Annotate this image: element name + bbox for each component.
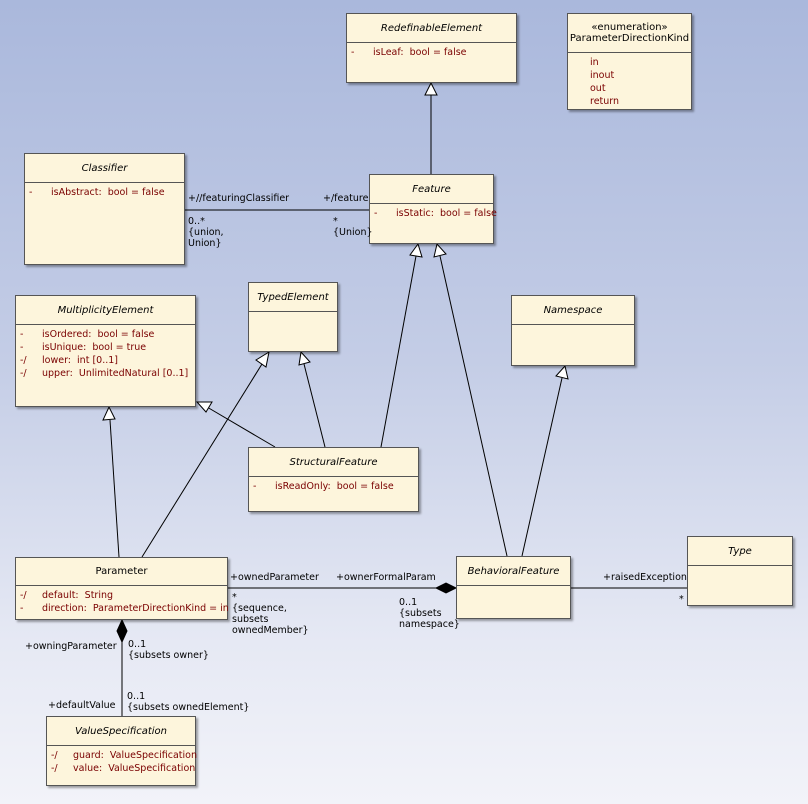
attribute: -direction: ParameterDirectionKind = in (20, 603, 229, 614)
attribute: -/lower: int [0..1] (20, 355, 118, 366)
class-behavioral-feature[interactable]: BehavioralFeature (456, 556, 571, 619)
role-default-value: +defaultValue (48, 700, 116, 711)
class-name: MultiplicityElement (57, 304, 154, 316)
mult-owner-formal-param: 0..1 {subsets namespace} (399, 597, 460, 630)
mult-feature: * {Union} (333, 216, 373, 238)
class-name: Type (728, 545, 752, 557)
attribute: -/guard: ValueSpecification (51, 750, 197, 761)
class-parameter[interactable]: Parameter -/default: String -direction: … (15, 557, 229, 620)
gen-structural-feature (380, 255, 417, 448)
composition-diamond (434, 582, 458, 594)
attribute: -/value: ValueSpecification (51, 763, 196, 774)
role-owned-parameter: +ownedParameter (230, 572, 319, 583)
enum-literal: out (590, 83, 606, 94)
class-type[interactable]: Type (687, 536, 793, 606)
stereotype: «enumeration» (591, 22, 668, 33)
gen-arrowhead (555, 364, 569, 380)
gen-arrowhead (255, 350, 270, 368)
attribute: -isAbstract: bool = false (29, 187, 165, 198)
class-name: BehavioralFeature (467, 565, 560, 577)
gen-structural-typed (303, 363, 326, 448)
class-typed-element[interactable]: TypedElement (248, 282, 338, 352)
class-name: RedefinableElement (380, 22, 483, 34)
attribute: -isStatic: bool = false (374, 208, 497, 219)
attribute: -isReadOnly: bool = false (253, 481, 394, 492)
gen-behavioral-namespace (521, 377, 563, 557)
role-feature: +/feature (323, 193, 369, 204)
gen-arrowhead (433, 242, 447, 258)
gen-arrowhead (298, 350, 311, 366)
gen-parameter-multiplicity (109, 419, 120, 558)
mult-featuring-classifier: 0..* {union, Union} (188, 216, 224, 249)
gen-behavioral-feature (439, 255, 508, 557)
attribute: -isUnique: bool = true (20, 342, 147, 353)
enum-literal: in (590, 57, 599, 68)
gen-structural-multiplicity (206, 406, 276, 448)
class-structural-feature[interactable]: StructuralFeature -isReadOnly: bool = fa… (248, 447, 419, 512)
class-name: Parameter (95, 566, 148, 577)
mult-raised-exception: * (679, 594, 684, 605)
class-multiplicity-element[interactable]: MultiplicityElement -isOrdered: bool = f… (15, 295, 196, 407)
gen-arrowhead (424, 81, 438, 96)
class-name: ValueSpecification (75, 725, 167, 737)
attribute: -/default: String (20, 590, 114, 601)
mult-default-value: 0..1 {subsets ownedElement} (127, 691, 250, 713)
class-value-specification[interactable]: ValueSpecification -/guard: ValueSpecifi… (46, 716, 197, 786)
enum-literal: inout (590, 70, 615, 81)
class-namespace[interactable]: Namespace (511, 295, 635, 366)
class-redefinable-element[interactable]: RedefinableElement -isLeaf: bool = false (346, 13, 517, 83)
role-raised-exception: +raisedException (603, 572, 687, 583)
class-name: Namespace (543, 304, 603, 316)
gen-arrowhead (409, 242, 423, 258)
class-name: TypedElement (257, 291, 329, 303)
attribute: -isLeaf: bool = false (351, 47, 467, 58)
attribute: -/upper: UnlimitedNatural [0..1] (20, 368, 189, 379)
class-name: Feature (412, 183, 451, 195)
gen-arrowhead (195, 401, 213, 413)
mult-owned-parameter: * {sequence, subsets ownedMember} (232, 592, 309, 636)
class-name: StructuralFeature (289, 456, 378, 468)
mult-owning-parameter: 0..1 {subsets owner} (128, 639, 209, 661)
class-classifier[interactable]: Classifier -isAbstract: bool = false (24, 153, 185, 265)
role-owner-formal-param: +ownerFormalParam (336, 572, 436, 583)
enum-parameter-direction-kind[interactable]: «enumeration» ParameterDirectionKind in … (567, 13, 692, 110)
class-name: Classifier (81, 162, 128, 174)
enum-literal: return (590, 96, 620, 107)
attribute: -isOrdered: bool = false (20, 329, 155, 340)
role-owning-parameter: +owningParameter (25, 641, 117, 652)
class-feature[interactable]: Feature -isStatic: bool = false (369, 174, 497, 244)
class-name: ParameterDirectionKind (569, 33, 690, 44)
role-featuring-classifier: +//featuringClassifier (188, 193, 290, 204)
gen-arrowhead (102, 405, 116, 421)
composition-diamond (116, 618, 128, 644)
gen-parameter-typed (141, 363, 263, 558)
